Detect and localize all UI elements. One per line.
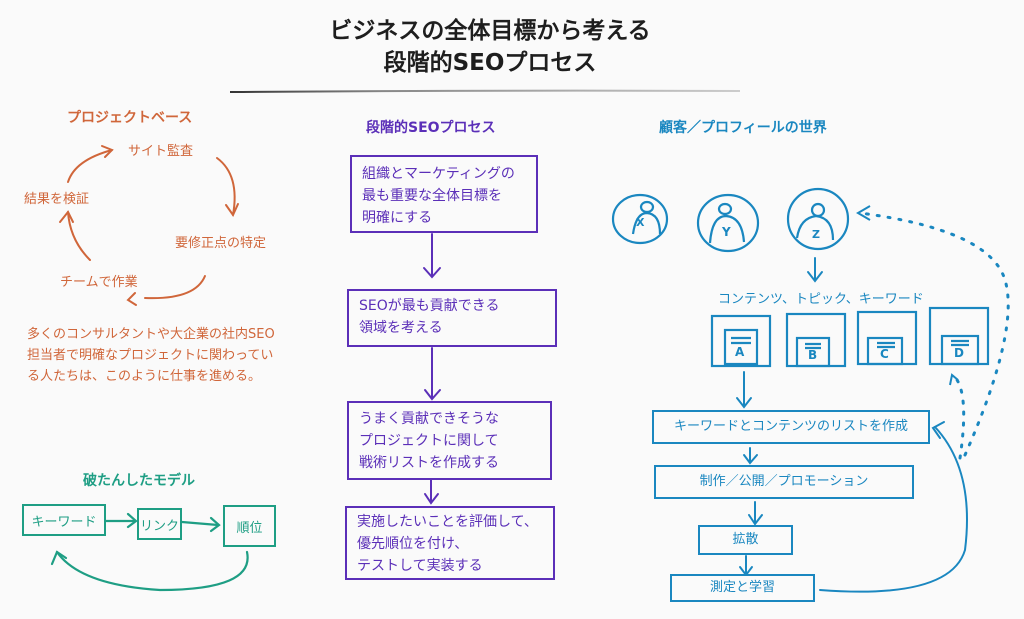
persona-z-icon bbox=[786, 187, 850, 251]
broken-step-link: リンク bbox=[137, 508, 182, 540]
persona-x-icon bbox=[611, 193, 669, 245]
description-line: 担当者で明確なプロジェクトに関わってい bbox=[27, 348, 274, 363]
content-topic-keyword-label: コンテンツ、トピック、キーワード bbox=[718, 292, 924, 307]
description-line: る人たちは、このように仕事を進める。 bbox=[27, 369, 262, 384]
arrow-audit-to-identify bbox=[216, 157, 236, 216]
arrow-head-2 bbox=[225, 203, 239, 218]
persona-x-label: X bbox=[636, 216, 645, 229]
arrow-verify-to-audit bbox=[67, 149, 113, 183]
process-step-4: 実施したいことを評価して、 優先順位を付け、 テストして実装する bbox=[345, 506, 555, 580]
broken-step-ranking: 順位 bbox=[223, 505, 276, 547]
customer-world-heading: 顧客／プロフィールの世界 bbox=[659, 120, 827, 136]
arrow-head-1 bbox=[101, 145, 114, 158]
project-based-description: 多くのコンサルタントや大企業の社内SEO 担当者で明確なプロジェクトに関わってい… bbox=[27, 324, 275, 387]
title-underline bbox=[229, 89, 741, 93]
broken-step-keyword: キーワード bbox=[22, 504, 106, 536]
persona-y-label: Y bbox=[722, 225, 731, 239]
cycle-verify-results: 結果を検証 bbox=[24, 192, 90, 207]
process-arrows bbox=[423, 233, 441, 505]
content-b-label: B bbox=[808, 348, 818, 362]
feedback-dotted-arrows bbox=[858, 211, 1010, 460]
diagram-title-line1: ビジネスの全体目標から考える bbox=[329, 18, 651, 44]
description-line: 多くのコンサルタントや大企業の社内SEO bbox=[27, 327, 275, 342]
dotted-arrowheads bbox=[856, 205, 959, 386]
customer-step-measure-learn: 測定と学習 bbox=[670, 574, 815, 602]
customer-step-spread: 拡散 bbox=[698, 525, 793, 555]
content-a-label: A bbox=[735, 345, 745, 359]
cycle-team-work: チームで作業 bbox=[60, 275, 138, 290]
content-doc-d-icon bbox=[928, 306, 990, 366]
project-based-heading: プロジェクトベース bbox=[67, 110, 193, 126]
content-d-label: D bbox=[954, 346, 964, 360]
arrow-team-to-verify bbox=[67, 211, 91, 261]
broken-model-heading: 破たんしたモデル bbox=[83, 473, 195, 489]
diagram-title-line2: 段階的SEOプロセス bbox=[383, 50, 597, 76]
cycle-site-audit: サイト監査 bbox=[128, 144, 194, 159]
arrow-head-4 bbox=[59, 210, 74, 223]
cycle-identify-fixes: 要修正点の特定 bbox=[175, 236, 267, 251]
process-step-3: うまく貢献できそうな プロジェクトに関して 戦術リストを作成する bbox=[347, 401, 552, 480]
content-doc-a-icon bbox=[710, 314, 772, 368]
customer-step-create-list: キーワードとコンテンツのリストを作成 bbox=[652, 410, 930, 444]
content-docs-layer bbox=[710, 306, 990, 368]
content-c-label: C bbox=[880, 347, 889, 361]
persona-y-icon bbox=[696, 193, 760, 253]
content-doc-c-icon bbox=[856, 310, 918, 366]
process-step-1: 組織とマーケティングの 最も重要な全体目標を 明確にする bbox=[350, 155, 538, 233]
project-cycle-arrows bbox=[59, 145, 239, 306]
arrow-identify-to-team bbox=[144, 275, 206, 300]
arrow-head-3 bbox=[126, 292, 137, 306]
customer-step-produce-publish: 制作／公開／プロモーション bbox=[654, 465, 914, 499]
persona-z-label: Z bbox=[812, 228, 820, 241]
process-step-2: SEOが最も貢献できる 領域を考える bbox=[347, 289, 557, 347]
broken-model-arrows bbox=[50, 512, 249, 592]
content-arrows bbox=[736, 257, 968, 593]
stepwise-process-heading: 段階的SEOプロセス bbox=[366, 120, 496, 136]
personas-layer bbox=[611, 187, 850, 253]
content-doc-b-icon bbox=[785, 312, 847, 368]
